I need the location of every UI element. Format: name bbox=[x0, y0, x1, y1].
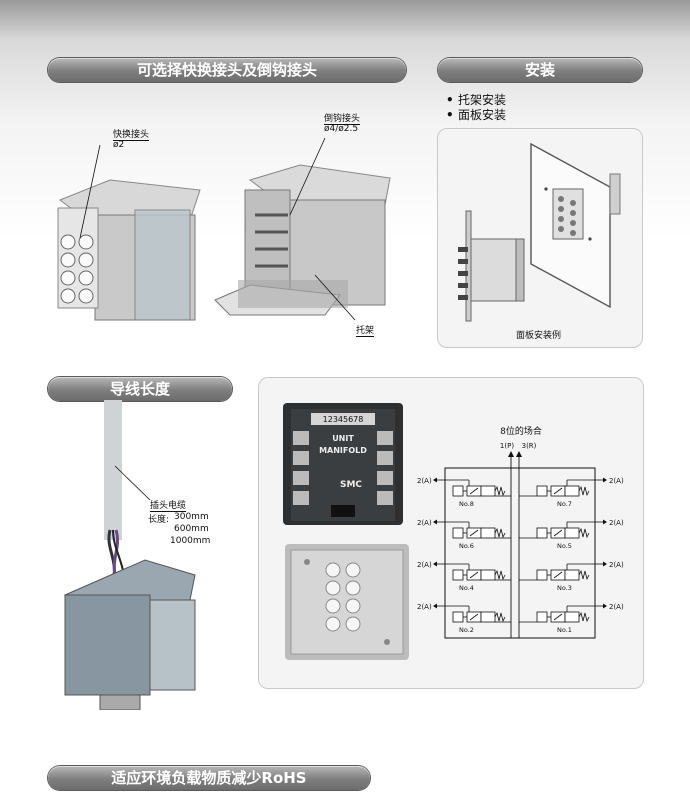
cable-length-600: 600mm bbox=[174, 524, 209, 534]
mounting-bullet-bracket: 托架安装 bbox=[446, 91, 506, 108]
output-port-label: 2(A) bbox=[417, 519, 432, 527]
output-port-label: 2(A) bbox=[609, 477, 624, 485]
valve-row: 2(A) 2(A) No.6 No.5 bbox=[417, 519, 624, 550]
mounting-section-title: 安装 bbox=[438, 58, 642, 82]
barb-fitting-valve-unit bbox=[214, 137, 391, 321]
bracket-label: 托架 bbox=[356, 323, 375, 337]
rohs-section-title: 适应环境负载物质减少RoHS bbox=[48, 766, 370, 790]
manifold-label-line2: MANIFOLD bbox=[319, 446, 367, 455]
output-port-label: 2(A) bbox=[609, 519, 624, 527]
quick-fitting-valve-unit bbox=[57, 144, 201, 321]
valve-number-right: No.5 bbox=[557, 542, 572, 550]
quick-fitting-size: ø2 bbox=[113, 140, 125, 150]
manifold-bottom-view bbox=[285, 544, 409, 660]
valve-number-left: No.8 bbox=[459, 500, 474, 508]
valve-row: 2(A) 2(A) No.4 No.3 bbox=[417, 561, 624, 592]
circuit-title: 8位的场合 bbox=[500, 426, 542, 437]
barb-fitting-name: 倒钩接头 bbox=[324, 111, 361, 125]
circuit-port-p: 1(P) bbox=[500, 442, 514, 450]
panel-mounting-caption: 面板安装例 bbox=[516, 331, 562, 341]
lead-wire-illustration bbox=[63, 400, 196, 710]
valve-number-left: No.2 bbox=[459, 626, 474, 634]
panel-mounting-box: 面板安装例 bbox=[437, 128, 643, 348]
cable-name: 插头电缆 bbox=[150, 498, 187, 512]
mounting-bullet-panel: 面板安装 bbox=[446, 106, 506, 123]
valve-row: 2(A) 2(A) No.2 No.1 bbox=[417, 603, 624, 634]
panel-mounting-illustration bbox=[458, 142, 621, 322]
quick-fitting-name: 快换接头 bbox=[113, 127, 150, 141]
fittings-illustration bbox=[57, 137, 391, 321]
manifold-circuit-box: 12345678 UNIT MANIFOLD SMC 8位的场合 1(P) 3(… bbox=[258, 377, 644, 689]
manifold-top-view: 12345678 UNIT MANIFOLD SMC bbox=[283, 403, 403, 525]
valve-number-left: No.6 bbox=[459, 542, 474, 550]
output-port-label: 2(A) bbox=[417, 561, 432, 569]
circuit-port-r: 3(R) bbox=[522, 442, 537, 450]
cable-length-1000: 1000mm bbox=[170, 536, 211, 546]
cable-length-300: 300mm bbox=[174, 512, 209, 522]
valve-row: 2(A) 2(A) No.8 No.7 bbox=[417, 477, 624, 508]
output-port-label: 2(A) bbox=[609, 603, 624, 611]
valve-number-left: No.4 bbox=[459, 584, 474, 592]
manifold-digits: 12345678 bbox=[323, 415, 364, 424]
output-port-label: 2(A) bbox=[417, 477, 432, 485]
cable-length-label: 长度: bbox=[148, 515, 170, 525]
output-port-label: 2(A) bbox=[609, 561, 624, 569]
valve-number-right: No.3 bbox=[557, 584, 572, 592]
fittings-section-title: 可选择快换接头及倒钩接头 bbox=[48, 58, 406, 82]
barb-fitting-size: ø4/ø2.5 bbox=[324, 124, 359, 134]
lead-wire-section-title: 导线长度 bbox=[48, 377, 232, 401]
output-port-label: 2(A) bbox=[417, 603, 432, 611]
manifold-brand: SMC bbox=[340, 480, 362, 490]
manifold-label-line1: UNIT bbox=[332, 434, 354, 443]
valve-number-right: No.1 bbox=[557, 626, 572, 634]
valve-number-right: No.7 bbox=[557, 500, 572, 508]
